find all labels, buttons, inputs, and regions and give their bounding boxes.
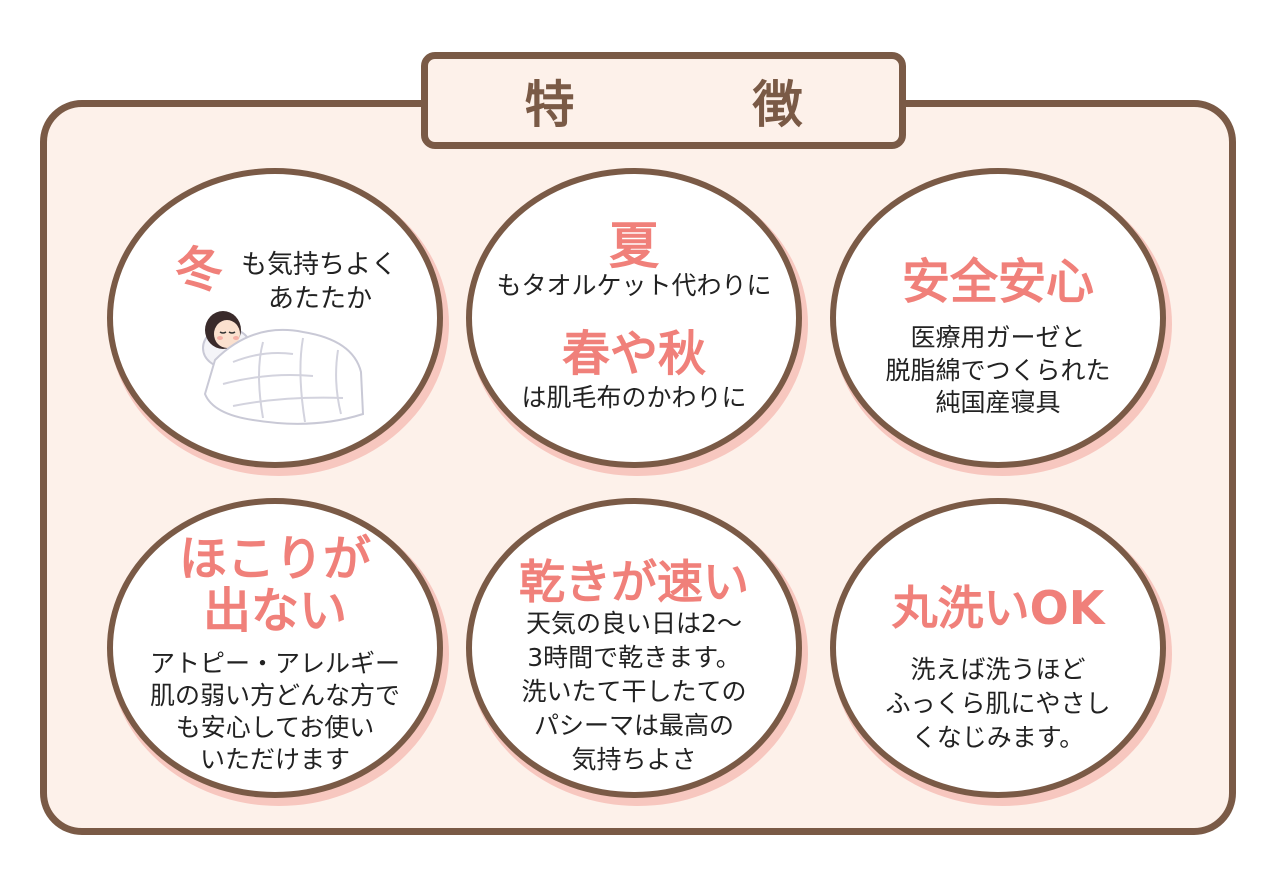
feature-highlight: 安全安心: [901, 254, 1094, 310]
feature-text: 脱脂綿でつくられた: [885, 356, 1111, 385]
feature-text: パシーマは最高の: [533, 711, 734, 740]
feature-text: 洗いたて干したての: [521, 677, 747, 706]
feature-text: 気持ちよさ: [571, 745, 697, 774]
feature-safety: 安全安心 医療用ガーゼと 脱脂綿でつくられた 純国産寝具: [830, 168, 1166, 468]
feature-text: いただけます: [199, 745, 350, 774]
feature-highlight: 丸洗いOK: [891, 581, 1105, 635]
feature-highlight: 冬: [175, 242, 224, 298]
feature-text: もタオルケット代わりに: [496, 271, 772, 300]
feature-text: は肌毛布のかわりに: [521, 383, 747, 412]
feature-text: 3時間で乾きます。: [527, 643, 741, 672]
feature-summer: 夏 もタオルケット代わりに 春や秋 は肌毛布のかわりに: [466, 168, 802, 468]
feature-text: 洗えば洗うほど: [910, 655, 1086, 684]
feature-text: 医療用ガーゼと: [910, 323, 1086, 352]
feature-dust-free: ほこりが 出ない アトピー・アレルギー 肌の弱い方どんな方で も安心してお使い …: [107, 498, 443, 798]
feature-text: ふっくら肌にやさし: [885, 689, 1111, 718]
feature-highlight: ほこりが: [178, 531, 371, 587]
feature-highlight: 出ない: [202, 583, 347, 639]
title-box: 特 徴: [421, 52, 906, 149]
feature-text: あたたか: [268, 284, 373, 314]
feature-text: くなじみます。: [911, 723, 1085, 752]
feature-quick-dry: 乾きが速い 天気の良い日は2～ 3時間で乾きます。 洗いたて干したての パシーマ…: [466, 498, 802, 798]
feature-text: 天気の良い日は2～: [526, 609, 742, 638]
feature-text: 純国産寝具: [935, 388, 1061, 417]
feature-winter: 冬 も気持ちよく あたたか: [107, 168, 443, 468]
feature-highlight: 乾きが速い: [519, 555, 749, 609]
feature-text: も気持ちよく: [241, 250, 398, 280]
feature-highlight: 春や秋: [561, 326, 706, 382]
feature-text: 肌の弱い方どんな方で: [149, 681, 400, 710]
page-title: 特 徴: [524, 75, 867, 134]
feature-highlight: 夏: [609, 217, 659, 275]
feature-washable: 丸洗いOK 洗えば洗うほど ふっくら肌にやさし くなじみます。: [830, 498, 1166, 798]
feature-text: アトピー・アレルギー: [149, 649, 400, 678]
sleeping-person-icon: [202, 311, 365, 425]
feature-text: も安心してお使い: [175, 713, 375, 742]
